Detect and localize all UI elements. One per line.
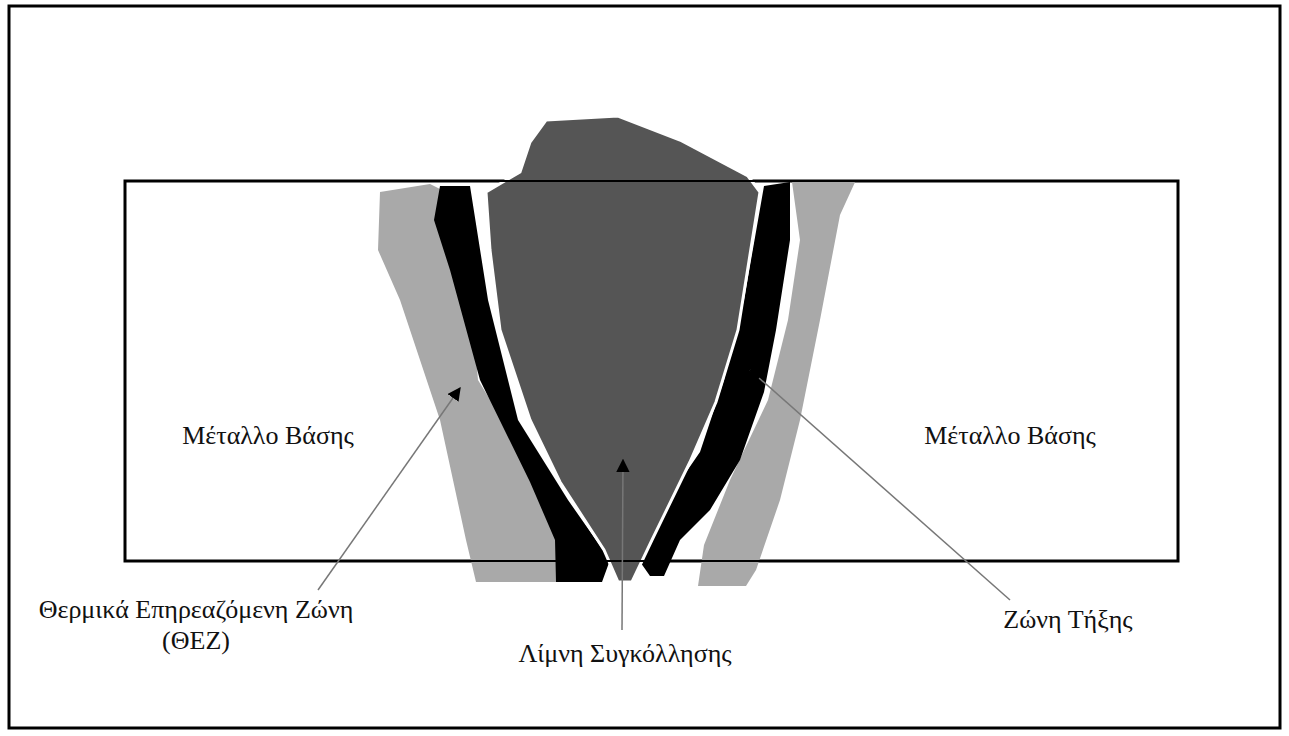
leader-fusion-zone [750, 370, 1010, 600]
plate-bottom-edge [125, 560, 1178, 562]
weld-pool-label: Λίμνη Συγκόλλησης [518, 638, 731, 669]
base-metal-label: Μέταλλο Βάσης [924, 420, 1096, 451]
leader-weld-pool [622, 460, 623, 630]
haz-label: Θερμικά Επηρεαζόμενη Ζώνη (ΘΕΖ) [31, 594, 361, 656]
leader-haz [318, 388, 460, 590]
fusion-zone-label: Ζώνη Τήξης [1003, 604, 1132, 635]
plate-top-edge [125, 180, 1178, 182]
base-metal-label: Μέταλλο Βάσης [182, 420, 354, 451]
outer-frame [9, 6, 1280, 728]
